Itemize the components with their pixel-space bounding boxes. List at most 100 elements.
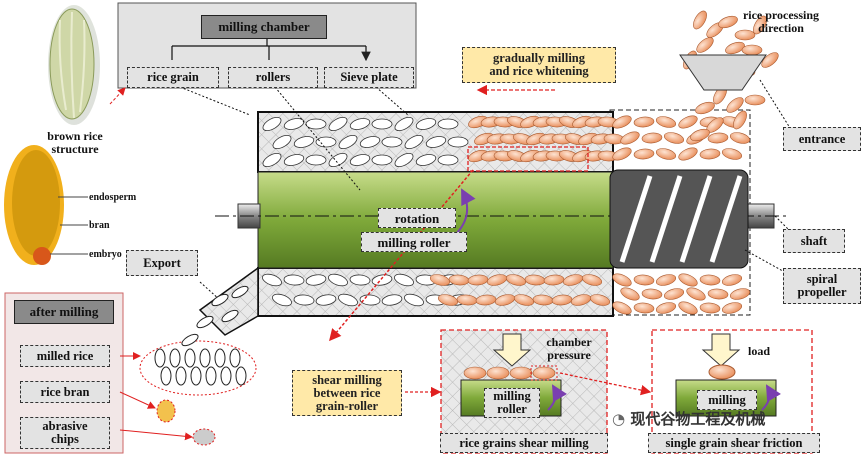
rice-grain	[753, 15, 767, 35]
rice-grain	[513, 294, 535, 306]
rice-grain	[231, 285, 249, 299]
rice-grain	[699, 274, 721, 286]
rice-grain	[305, 154, 327, 166]
rice-grain	[467, 274, 489, 286]
spiral-propeller-label: spiral propeller	[783, 268, 861, 304]
abrasive-chips-pile	[192, 428, 216, 446]
rice-grain	[693, 10, 707, 30]
rice-grain	[262, 152, 282, 168]
rice-grain	[729, 288, 751, 300]
rice-grain	[283, 274, 305, 286]
rice-grain	[315, 136, 337, 148]
rice-grain	[196, 315, 214, 329]
rice-grain	[283, 154, 305, 166]
rice-grain	[359, 136, 381, 148]
endosperm-label: endosperm	[89, 192, 137, 203]
rice-bran-label: rice bran	[20, 381, 110, 403]
milling-chamber-title: milling chamber	[201, 15, 327, 39]
shear-zone-arrow	[329, 169, 474, 342]
rice-grain	[184, 348, 196, 368]
rice-grain	[425, 136, 447, 148]
chamber-item-rollers: rollers	[228, 67, 318, 88]
rotation-label: rotation	[378, 208, 456, 228]
rice-grain	[612, 273, 632, 287]
rice-grain	[371, 154, 393, 166]
rice-grain	[729, 132, 751, 144]
rice-grain	[262, 273, 282, 287]
rice-grain	[262, 116, 282, 132]
watermark-text: ◔ 现代谷物工程及机械	[612, 410, 766, 428]
rice-grain	[381, 294, 403, 306]
milling-roller-label: milling roller	[361, 232, 467, 252]
rice-grain	[543, 274, 565, 286]
rice-grain	[589, 294, 611, 306]
rice-grain	[175, 366, 187, 386]
shear-zone-highlight	[467, 146, 589, 172]
rice-grain	[690, 128, 710, 142]
rice-grain	[678, 147, 698, 161]
rice-grain	[154, 348, 166, 368]
rice-grain	[620, 131, 640, 145]
rice-grain	[199, 348, 211, 368]
rice-grain	[744, 94, 766, 106]
rice-grain	[338, 134, 358, 150]
rice-grain	[761, 52, 779, 68]
chamber-item-sieve-plate: Sieve plate	[324, 67, 414, 88]
rice-grain	[371, 274, 393, 286]
rice-grain	[293, 136, 315, 148]
rice-grain	[678, 301, 698, 315]
load-arrow	[701, 333, 741, 367]
rice-grain	[415, 154, 437, 166]
rice-grain	[437, 294, 459, 306]
rice-grain	[181, 333, 199, 347]
rice-grain	[349, 118, 371, 130]
export-label: Export	[126, 250, 198, 276]
rice-grain	[229, 348, 241, 368]
shear-milling-note: shear milling between rice grain-roller	[292, 370, 402, 416]
rice-grain	[190, 366, 202, 386]
rice-grain	[707, 132, 729, 144]
rice-grain	[721, 148, 743, 160]
rice-grain	[678, 115, 698, 129]
panel2-caption: single grain shear friction	[648, 433, 820, 453]
rice-grain	[699, 148, 721, 160]
rice-grain	[581, 274, 603, 286]
rice-grain	[612, 301, 632, 315]
gradual-milling-note: gradually milling and rice whitening	[462, 47, 616, 83]
load-label: load	[748, 344, 771, 358]
rice-grain	[721, 302, 743, 314]
rice-grain	[695, 101, 715, 115]
entrance-label: entrance	[783, 127, 861, 151]
rice-grain	[505, 274, 527, 286]
rice-grain	[718, 15, 738, 29]
rice-grain	[437, 118, 459, 130]
rice-grain	[696, 37, 714, 53]
rice-grain	[293, 294, 315, 306]
rice-grain	[620, 287, 640, 301]
rice-grain	[328, 116, 348, 132]
rice-grain	[741, 44, 763, 56]
rice-grain	[686, 287, 706, 301]
rice-grain	[633, 274, 655, 286]
abrasive-chips-label: abrasive chips	[20, 417, 110, 449]
rice-grain	[272, 293, 292, 307]
rice-grain	[655, 274, 677, 286]
panel1-roller-label: milling roller	[484, 388, 540, 418]
milled-rice-label: milled rice	[20, 345, 110, 367]
embryo-label: embryo	[89, 249, 122, 260]
rice-grain	[394, 116, 414, 132]
panel1-caption: rice grains shear milling	[440, 433, 608, 453]
rice-grain	[160, 366, 172, 386]
wechat-icon: ◔	[612, 410, 631, 428]
rice-grain	[235, 366, 247, 386]
after-milling-title: after milling	[14, 300, 114, 324]
rice-grain	[678, 273, 698, 287]
rice-grain	[641, 132, 663, 144]
rice-grain	[429, 274, 451, 286]
rice-grain	[305, 274, 327, 286]
rice-grain	[328, 273, 348, 287]
rice-grain	[551, 294, 573, 306]
rice-grain	[404, 134, 424, 150]
rice-grain	[726, 97, 744, 113]
rice-grain	[641, 288, 663, 300]
